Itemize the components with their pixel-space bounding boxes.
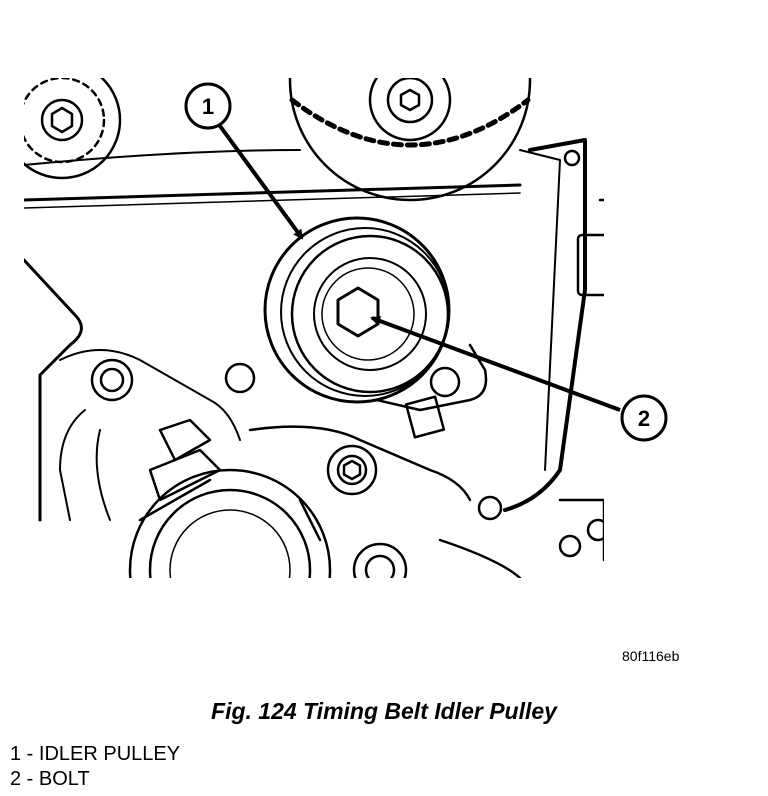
svg-text:1: 1 xyxy=(202,94,214,119)
legend-label: IDLER PULLEY xyxy=(38,743,181,765)
housing-bolt xyxy=(326,444,378,496)
callout-legend: 1 - IDLER PULLEY 2 - BOLT xyxy=(10,742,180,792)
legend-number: 2 xyxy=(10,768,22,790)
tensioner-assembly xyxy=(128,418,332,578)
figure-caption: Fig. 124 Timing Belt Idler Pulley xyxy=(211,698,557,724)
legend-item: 2 - BOLT xyxy=(10,768,90,790)
callout-1: 1 xyxy=(184,82,232,130)
sensor-connector xyxy=(576,198,604,297)
leader-line-1 xyxy=(218,124,304,240)
legend-label: BOLT xyxy=(38,768,90,790)
timing-belt-idler-pulley-illustration: 1 2 xyxy=(24,78,668,578)
right-cam-sprocket xyxy=(288,78,532,202)
legend-number: 1 xyxy=(10,743,22,765)
callout-2: 2 xyxy=(620,394,668,442)
leader-line-2 xyxy=(370,316,621,412)
figure-reference-code: 80f116eb xyxy=(622,648,680,664)
svg-text:2: 2 xyxy=(638,406,650,431)
legend-item: 1 - IDLER PULLEY xyxy=(10,743,181,765)
idler-bolt xyxy=(336,286,380,338)
